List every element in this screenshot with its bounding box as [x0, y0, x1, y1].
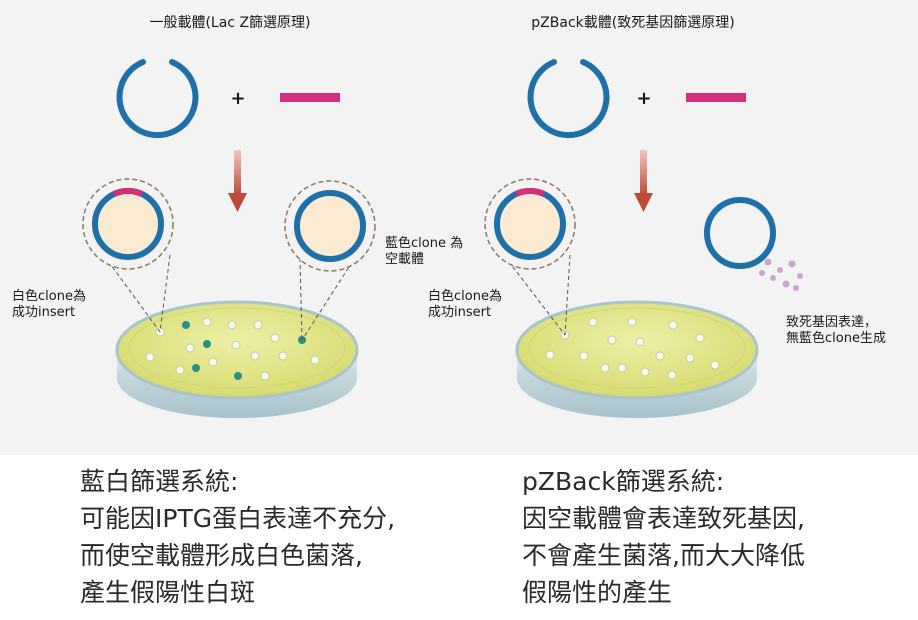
- right-caption-line: 因空載體會表達致死基因,: [522, 504, 805, 533]
- left-plus-sign: +: [230, 88, 245, 109]
- left-white-label-line1: 白色clone為: [12, 288, 86, 304]
- right-white-clone-bubble: [484, 178, 576, 336]
- left-blue-clone-bubble: [284, 180, 376, 341]
- right-caption-line: 不會產生菌落,而大大降低: [522, 541, 805, 570]
- right-lethal-label-line2: 無藍色clone生成: [786, 330, 886, 346]
- left-white-clone-bubble: [82, 178, 174, 333]
- right-white-label-line2: 成功insert: [428, 305, 491, 320]
- left-caption-heading: 藍白篩選系統:: [80, 467, 239, 496]
- left-caption-line: 而使空載體形成白色菌落,: [80, 541, 363, 570]
- left-blue-label-line1: 藍色clone 為: [385, 235, 463, 251]
- left-caption-line: 產生假陽性白斑: [80, 578, 256, 607]
- left-caption: 藍白篩選系統: 可能因IPTG蛋白表達不充分, 而使空載體形成白色菌落, 產生假…: [80, 463, 395, 611]
- left-down-arrow: [228, 150, 247, 212]
- right-plus-sign: +: [636, 88, 651, 109]
- right-lethal-label-line1: 致死基因表達，: [786, 315, 877, 330]
- right-caption-line: 假陽性的產生: [522, 578, 673, 607]
- selection-diagram: 一般載體(Lac Z篩選原理) +: [12, 14, 886, 418]
- lethal-protein-dots: [759, 258, 803, 291]
- right-caption: pZBack篩選系統: 因空載體會表達致死基因, 不會產生菌落,而大大降低 假陽…: [522, 463, 805, 611]
- left-insert-fragment: [280, 93, 340, 102]
- left-caption-line: 可能因IPTG蛋白表達不充分,: [80, 504, 396, 533]
- right-panel-title: pZBack載體(致死基因篩選原理): [531, 14, 734, 31]
- right-white-label-line1: 白色clone為: [428, 288, 502, 304]
- right-lethal-plasmid: [704, 197, 776, 269]
- right-caption-heading: pZBack篩選系統:: [522, 467, 725, 496]
- right-open-plasmid: [527, 59, 610, 139]
- left-open-plasmid: [116, 59, 199, 139]
- left-panel: 一般載體(Lac Z篩選原理) +: [12, 15, 463, 418]
- left-blue-label-line2: 空載體: [385, 252, 424, 267]
- right-white-colonies: [545, 317, 720, 380]
- right-panel: pZBack載體(致死基因篩選原理) +: [428, 14, 886, 418]
- left-white-label-line2: 成功insert: [12, 305, 75, 320]
- left-panel-title: 一般載體(Lac Z篩選原理): [149, 15, 310, 31]
- right-down-arrow: [634, 150, 653, 212]
- right-insert-fragment: [686, 93, 746, 102]
- right-petri-dish: [515, 300, 759, 418]
